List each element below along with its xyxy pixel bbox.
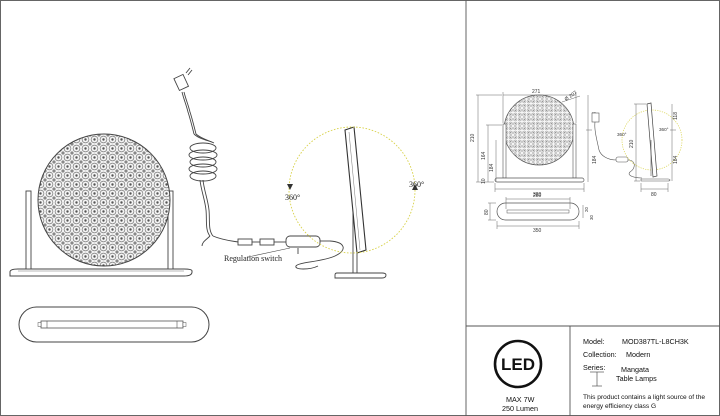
switch-leader-line bbox=[247, 247, 291, 258]
model-value: MOD387TL-L8CH3K bbox=[622, 337, 689, 346]
front-view-top-base bbox=[18, 306, 210, 343]
dim-top-depth: 80 bbox=[484, 209, 490, 215]
dim-height-low: 184 bbox=[489, 163, 495, 172]
dim-cable bbox=[591, 112, 643, 179]
dim-side-angle-left: 360° bbox=[617, 132, 627, 137]
dim-side-right-top: 118 bbox=[673, 112, 679, 120]
dim-top-view: 250 350 80 20 30 bbox=[484, 193, 594, 234]
dim-side-height: 210 bbox=[629, 139, 635, 148]
dim-height-right-bottom: 184 bbox=[592, 155, 598, 164]
dim-height-total: 210 bbox=[470, 133, 476, 142]
led-logo: LED bbox=[493, 339, 543, 389]
series-label: Series: bbox=[583, 363, 606, 372]
side-view-lamp bbox=[288, 126, 416, 279]
collection-label: Collection: bbox=[583, 350, 617, 359]
dim-top-width: 250 bbox=[533, 193, 542, 199]
crystal-disc bbox=[37, 133, 171, 267]
dim-side-angle-right: 360° bbox=[659, 127, 669, 132]
left-post bbox=[25, 190, 32, 270]
dim-side-right-bottom: 184 bbox=[673, 155, 679, 164]
dim-width-base: 320 bbox=[533, 192, 542, 198]
dim-top-length: 350 bbox=[533, 228, 542, 234]
energy-note-line1: This product contains a light source of … bbox=[583, 394, 706, 401]
dim-top-side-a: 20 bbox=[584, 207, 589, 212]
dim-height-mid: 164 bbox=[481, 151, 487, 160]
collection-value: Modern bbox=[626, 350, 651, 359]
power-cable bbox=[173, 67, 344, 270]
energy-note-line2: energy efficiency class G bbox=[583, 403, 657, 410]
rotation-arrow-right-icon bbox=[412, 184, 418, 190]
rotation-label-right: 360° bbox=[409, 180, 424, 189]
dim-side-offset: 80 bbox=[651, 192, 657, 198]
dim-front-view: 271 320 210 164 184 10 118 184 Ø 207 bbox=[470, 89, 598, 198]
table-lamp-icon bbox=[590, 371, 604, 387]
regulation-switch-label: Regulation switch bbox=[224, 254, 282, 263]
plug-adapter-icon bbox=[173, 73, 190, 92]
power-rating: MAX 7W bbox=[506, 395, 535, 404]
lumen-rating: 250 Lumen bbox=[502, 404, 538, 413]
dim-disc-diameter: Ø 207 bbox=[564, 90, 579, 103]
model-label: Model: bbox=[583, 337, 605, 346]
dim-side-view: 210 80 360° 360° 118 184 bbox=[617, 102, 683, 198]
regulation-switch-icon bbox=[285, 235, 321, 248]
led-logo-text: LED bbox=[501, 355, 535, 374]
dim-height-base: 10 bbox=[481, 178, 487, 184]
series-value: Mangata bbox=[621, 365, 649, 374]
rotation-label-left: 360° bbox=[285, 193, 300, 202]
type-value: Table Lamps bbox=[616, 374, 657, 383]
dim-top-side-b: 30 bbox=[589, 215, 594, 220]
dim-width-top: 271 bbox=[532, 89, 541, 95]
rotation-arrow-left-icon bbox=[287, 184, 293, 190]
front-view-lamp bbox=[9, 133, 193, 277]
right-post bbox=[167, 190, 174, 270]
